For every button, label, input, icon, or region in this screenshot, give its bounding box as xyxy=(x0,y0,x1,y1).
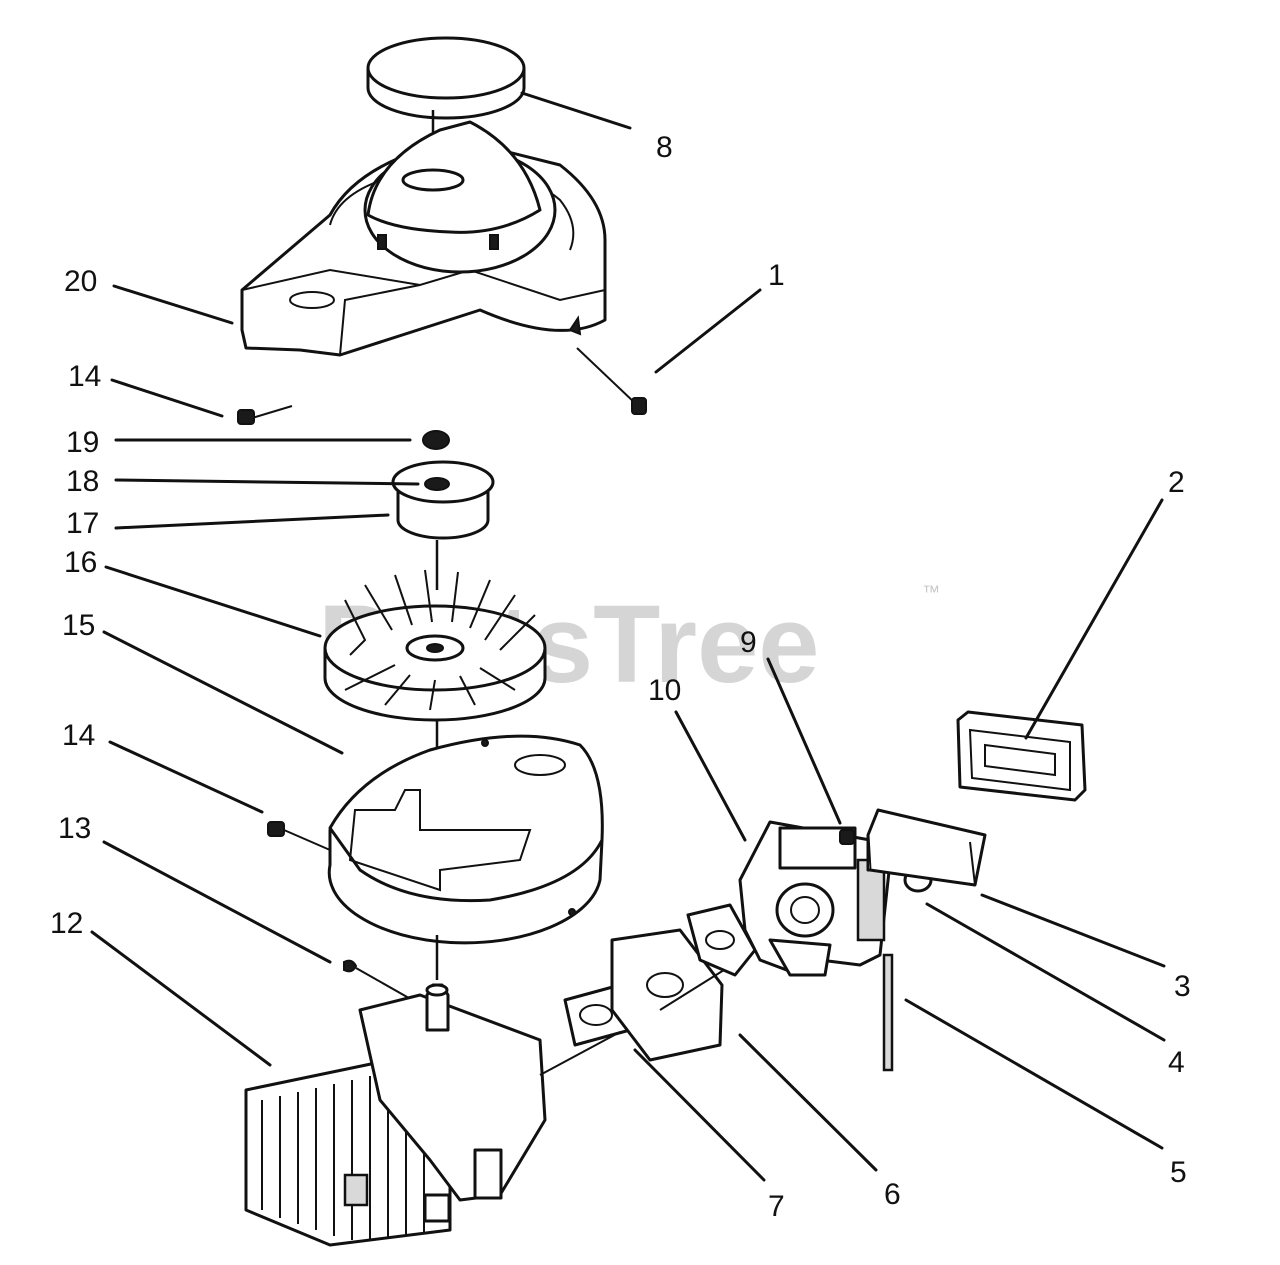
callout-7: 7 xyxy=(768,1190,785,1223)
callout-6: 6 xyxy=(884,1178,901,1211)
callout-18: 18 xyxy=(66,465,99,498)
part-16-flywheel xyxy=(323,569,547,900)
callout-16: 16 xyxy=(64,546,97,579)
part-14-screw-upper xyxy=(237,405,293,425)
callout-5: 5 xyxy=(1170,1156,1187,1189)
callout-19: 19 xyxy=(66,426,99,459)
callout-9: 9 xyxy=(740,626,757,659)
callout-3: 3 xyxy=(1174,970,1191,1003)
part-17-18-cup-and-washer xyxy=(391,460,495,590)
part-9-screw xyxy=(839,829,855,845)
part-14-screw-lower xyxy=(267,821,331,851)
callout-20: 20 xyxy=(64,265,97,298)
callout-8: 8 xyxy=(656,131,673,164)
part-12-engine-block xyxy=(244,935,547,1247)
part-1-screw xyxy=(576,347,647,415)
callout-14-lower: 14 xyxy=(62,719,95,752)
callout-14-upper: 14 xyxy=(68,360,101,393)
part-2-air-cleaner-cover xyxy=(956,710,1087,802)
watermark-trademark: ™ xyxy=(922,582,940,602)
part-15-backplate xyxy=(327,734,604,945)
part-20-blower-housing xyxy=(240,120,607,357)
callout-1: 1 xyxy=(768,259,785,292)
callout-15: 15 xyxy=(62,609,95,642)
callout-10: 10 xyxy=(648,674,681,707)
callout-labels: 8 20 1 14 19 18 17 16 15 14 13 12 2 9 10… xyxy=(50,131,1191,1223)
callout-17: 17 xyxy=(66,507,99,540)
callout-12: 12 xyxy=(50,907,83,940)
callout-13: 13 xyxy=(58,812,91,845)
part-5-stud xyxy=(882,953,894,1072)
leader-lines xyxy=(90,91,1166,1182)
part-3-4-air-filter xyxy=(866,808,987,887)
callout-2: 2 xyxy=(1168,466,1185,499)
callout-4: 4 xyxy=(1168,1046,1185,1079)
part-19-nut xyxy=(422,430,450,450)
